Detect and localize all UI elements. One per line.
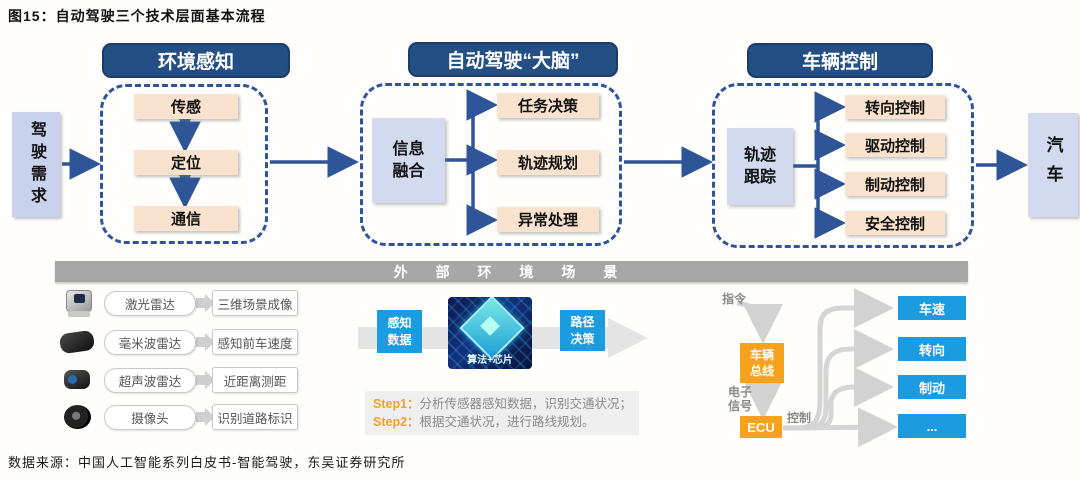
car-label: 汽车: [1043, 136, 1063, 194]
target-speed-box: 车速: [898, 296, 966, 320]
target-steering-box: 转向: [898, 337, 966, 361]
item-steering-control: 转向控制: [845, 95, 945, 119]
step1-line: Step1： 分析传感器感知数据，识别交通状况；: [373, 395, 633, 413]
control-label: 控制: [787, 411, 812, 425]
target-more-box: ...: [898, 414, 966, 438]
trajectory-tracking-label: 轨迹跟踪: [743, 146, 776, 186]
electronic-signal-text: 电子信号: [728, 385, 753, 413]
steps-panel: Step1： 分析传感器感知数据，识别交通状况； Step2： 根据交通状况，进…: [365, 391, 639, 435]
mmwave-radar-icon: [58, 329, 96, 355]
item-communication: 通信: [134, 206, 238, 231]
section-header-perception: 环境感知: [102, 43, 290, 78]
item-task-decision: 任务决策: [497, 93, 599, 118]
sensor-label-mmwave: 毫米波雷达: [104, 330, 196, 355]
control-flow-curves: [736, 288, 898, 448]
section-header-vehicle-control: 车辆控制: [747, 43, 933, 78]
target-braking-box: 制动: [898, 375, 966, 399]
path-decision-label: 路径决策: [570, 315, 595, 346]
item-sensing: 传感: [134, 94, 238, 119]
step1-text: 分析传感器感知数据，识别交通状况；: [419, 397, 633, 411]
algorithm-chip-image: 算法+芯片: [448, 297, 532, 369]
environment-scene-bar: 外 部 环 境 场 景: [55, 261, 968, 282]
item-exception-handling: 异常处理: [497, 207, 599, 232]
sensor-label-ultrasonic: 超声波雷达: [104, 368, 196, 393]
step2-label: Step2：: [373, 415, 420, 429]
electronic-signal-label: 电子信号: [728, 385, 754, 413]
sensor-chevron-arrows: [196, 294, 215, 426]
sensor-result-mmwave: 感知前车速度: [212, 329, 298, 355]
ecu-box: ECU: [740, 416, 782, 438]
driving-demand-label: 驾驶需求: [28, 120, 45, 209]
data-source-note: 数据来源：中国人工智能系列白皮书-智能驾驶，东吴证券研究所: [8, 455, 406, 470]
item-safety-control: 安全控制: [845, 211, 945, 235]
item-positioning: 定位: [134, 150, 238, 175]
perception-data-label: 感知数据: [387, 316, 412, 347]
perception-data-box: 感知数据: [377, 310, 422, 353]
car-box: 汽车: [1028, 113, 1078, 217]
sensor-label-lidar: 激光雷达: [104, 291, 196, 316]
ultrasonic-radar-icon: [64, 370, 92, 391]
perception-group-box: [100, 84, 268, 244]
figure-title: 图15：自动驾驶三个技术层面基本流程: [8, 8, 266, 24]
main-flow-arrows: [62, 89, 1028, 239]
brain-group-box: [360, 83, 622, 246]
chip-caption: 算法+芯片: [467, 355, 513, 366]
step2-text: 根据交通状况，进行路线规划。: [419, 415, 595, 429]
step1-label: Step1：: [373, 397, 420, 411]
sensor-label-camera: 摄像头: [104, 405, 196, 430]
lidar-icon: [66, 290, 96, 318]
sensor-result-ultrasonic: 近距离测距: [212, 367, 298, 393]
item-drive-control: 驱动控制: [845, 133, 945, 157]
sensor-result-lidar: 三维场景成像: [212, 290, 298, 316]
command-label: 指令: [722, 292, 747, 306]
section-header-brain: 自动驾驶“大脑”: [408, 42, 618, 77]
vehicle-bus-box: 车辆总线: [740, 343, 784, 383]
vehicle-control-group-box: [712, 83, 974, 248]
vehicle-bus-label: 车辆总线: [750, 347, 775, 378]
item-brake-control: 制动控制: [845, 172, 945, 196]
trajectory-tracking-box: 轨迹跟踪: [727, 128, 793, 205]
info-fusion-box: 信息融合: [372, 118, 445, 203]
driving-demand-box: 驾驶需求: [12, 112, 60, 217]
item-trajectory-planning: 轨迹规划: [497, 150, 599, 175]
path-decision-box: 路径决策: [560, 310, 605, 351]
camera-icon: [64, 405, 92, 430]
step2-line: Step2： 根据交通状况，进行路线规划。: [373, 413, 631, 431]
sensor-result-camera: 识别道路标识: [212, 404, 298, 430]
info-fusion-label: 信息融合: [392, 140, 425, 180]
